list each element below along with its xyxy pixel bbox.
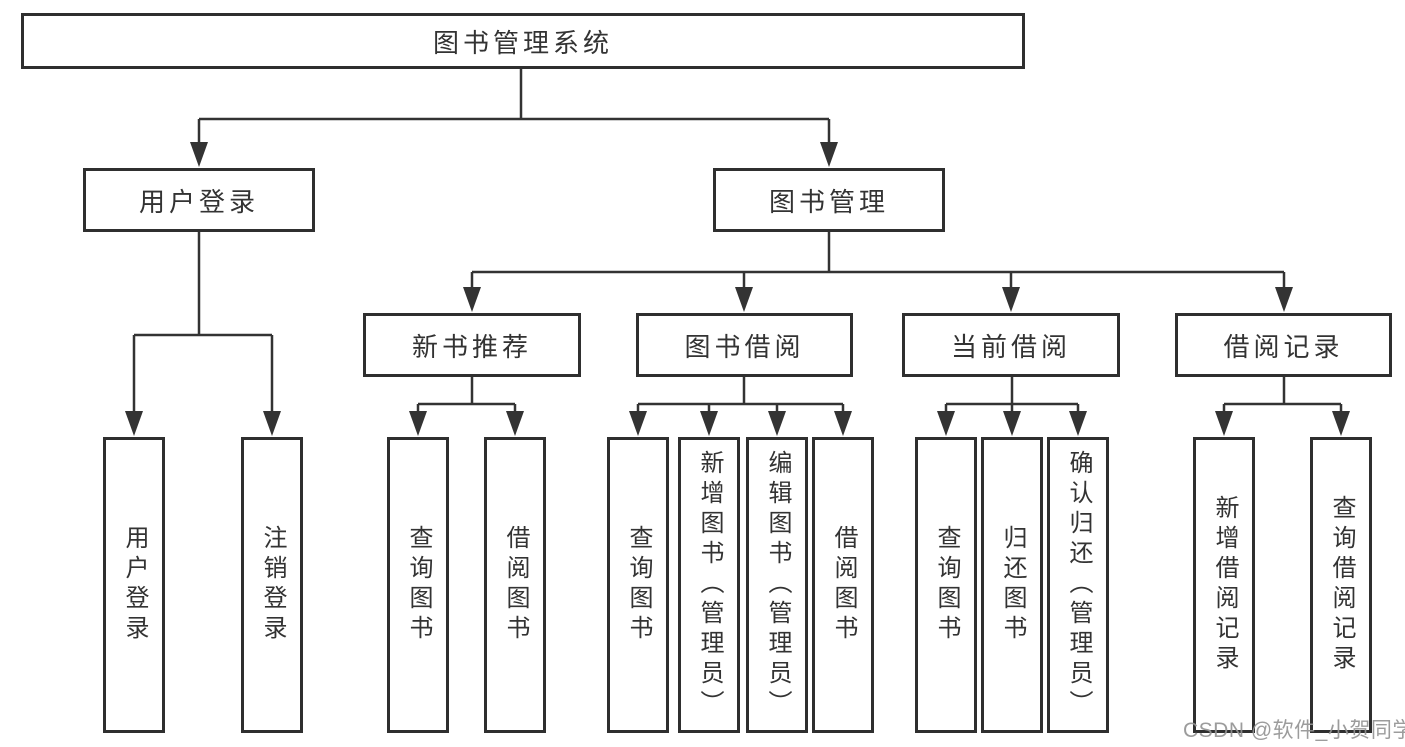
node-book-management: 图书管理 (713, 168, 945, 232)
leaf-logout: 注销登录 (241, 437, 303, 733)
leaf-label: 查询图书 (933, 525, 960, 645)
node-label: 借阅记录 (1223, 331, 1344, 362)
watermark: CSDN @软件_小贺同学 (1183, 719, 1405, 742)
node-label: 图书管理系统 (432, 27, 613, 58)
leaf-add-borrow-record: 新增借阅记录 (1193, 437, 1255, 733)
node-label: 图书管理 (768, 186, 889, 217)
leaf-label: 借阅图书 (830, 525, 857, 645)
node-library-management-system: 图书管理系统 (21, 13, 1025, 69)
node-book-borrowing: 图书借阅 (636, 313, 853, 377)
node-label: 图书借阅 (684, 331, 805, 362)
leaf-confirm-return-admin: 确认归还（管理员） (1047, 437, 1109, 733)
node-label: 用户登录 (138, 186, 259, 217)
arrowhead-icons (125, 142, 1350, 436)
leaf-borrow-books-recommend: 借阅图书 (484, 437, 546, 733)
leaf-user-login: 用户登录 (103, 437, 165, 733)
leaf-label: 编辑图书（管理员） (764, 450, 791, 720)
leaf-edit-books-admin: 编辑图书（管理员） (746, 437, 808, 733)
leaf-label: 确认归还（管理员） (1065, 450, 1092, 720)
leaf-label: 新增图书（管理员） (696, 450, 723, 720)
leaf-label: 查询借阅记录 (1328, 495, 1355, 675)
leaf-label: 查询图书 (405, 525, 432, 645)
node-borrowing-records: 借阅记录 (1175, 313, 1392, 377)
node-new-book-recommend: 新书推荐 (363, 313, 581, 377)
leaf-borrow-books: 借阅图书 (812, 437, 874, 733)
leaf-query-books-borrow: 查询图书 (607, 437, 669, 733)
leaf-label: 查询图书 (625, 525, 652, 645)
node-user-login: 用户登录 (83, 168, 315, 232)
leaf-add-books-admin: 新增图书（管理员） (678, 437, 740, 733)
leaf-query-borrow-record: 查询借阅记录 (1310, 437, 1372, 733)
leaf-label: 归还图书 (999, 525, 1026, 645)
node-label: 当前借阅 (950, 331, 1071, 362)
node-current-borrowing: 当前借阅 (902, 313, 1120, 377)
leaf-label: 新增借阅记录 (1211, 495, 1238, 675)
leaf-label: 用户登录 (121, 525, 148, 645)
leaf-query-books-current: 查询图书 (915, 437, 977, 733)
leaf-query-books-recommend: 查询图书 (387, 437, 449, 733)
node-label: 新书推荐 (411, 331, 532, 362)
leaf-label: 借阅图书 (502, 525, 529, 645)
leaf-label: 注销登录 (259, 525, 286, 645)
leaf-return-books: 归还图书 (981, 437, 1043, 733)
